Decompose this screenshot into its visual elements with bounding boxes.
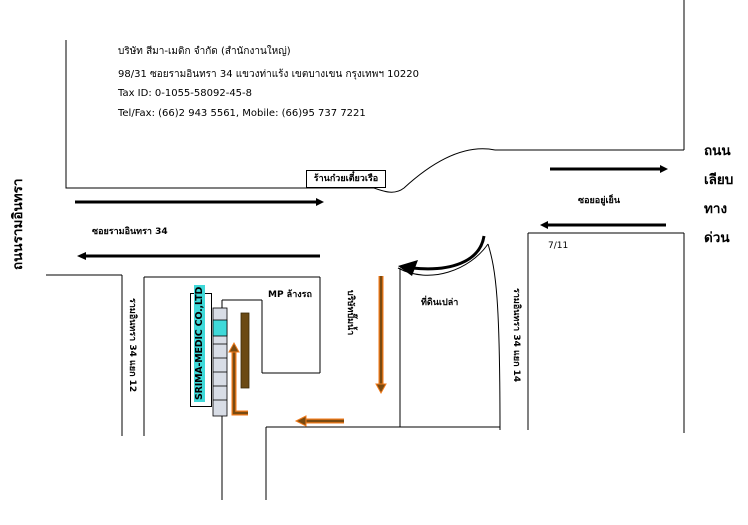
intersection-curve-top (373, 148, 496, 193)
main-road-right-line2: เลียบ (704, 172, 734, 188)
u-turn-arrow-head (398, 260, 418, 276)
soi-12-label: รามอินทรา 34 แยก 12 (127, 298, 137, 393)
block-top-left (65, 40, 374, 189)
empty-lot-right-edge (487, 243, 501, 431)
route-left-head (294, 415, 307, 427)
arrow-right-yu-yen-head (660, 165, 668, 173)
empty-lot-label: ที่ดินเปล่า (421, 298, 459, 308)
company-tax-id: Tax ID: 0-1055-58092-45-8 (118, 88, 253, 99)
company-sign-label: SRIMA-MEDIC CO.,LTD (194, 284, 205, 402)
building-bar (240, 312, 250, 389)
route-up-head (228, 341, 240, 353)
route-up (232, 352, 248, 415)
route-arrows (228, 276, 387, 427)
arrow-right-upper-head (316, 198, 324, 206)
arrow-left-yu-yen-head (540, 221, 548, 229)
traffic-arrows (75, 165, 668, 276)
u-turn-arrow-line (411, 235, 486, 271)
company-address: 98/31 ซอยรามอินทรา 34 แขวงท่าแร้ง เขตบาง… (118, 69, 419, 80)
route-down-head (375, 383, 387, 395)
main-road-left-label: ถนนรามอินทรา (10, 178, 26, 270)
company-name-th: บริษัท สีมา-เมดิก จำกัด (สำนักงานใหญ่) (118, 46, 291, 57)
main-road-right-line3: ทาง (704, 201, 728, 217)
arrow-left-lower-head (77, 252, 86, 260)
house-7-11-label: 7/11 (548, 241, 569, 251)
soi-yu-yen-label: ซอยอยู่เย็น (578, 196, 620, 206)
soi-14-label: รามอินทรา 34 แยก 14 (511, 288, 521, 383)
parking-slot-highlight (212, 319, 228, 337)
noodle-shop-label: ร้านก๋วยเตี๋ยวเรือ (306, 170, 386, 188)
mp-car-wash-label: MP ล้างรถ (268, 290, 312, 300)
company-contact: Tel/Fax: (66)2 943 5561, Mobile: (66)95 … (118, 108, 366, 119)
main-road-right-line1: ถนน (704, 143, 731, 159)
main-road-right-line4: ด่วน (704, 230, 730, 246)
parking-strip (212, 307, 228, 417)
pump-shop-label: บริษัทปั๊มน้ำ (345, 290, 355, 336)
soi-ramintra-34-label: ซอยรามอินทรา 34 (92, 227, 168, 237)
